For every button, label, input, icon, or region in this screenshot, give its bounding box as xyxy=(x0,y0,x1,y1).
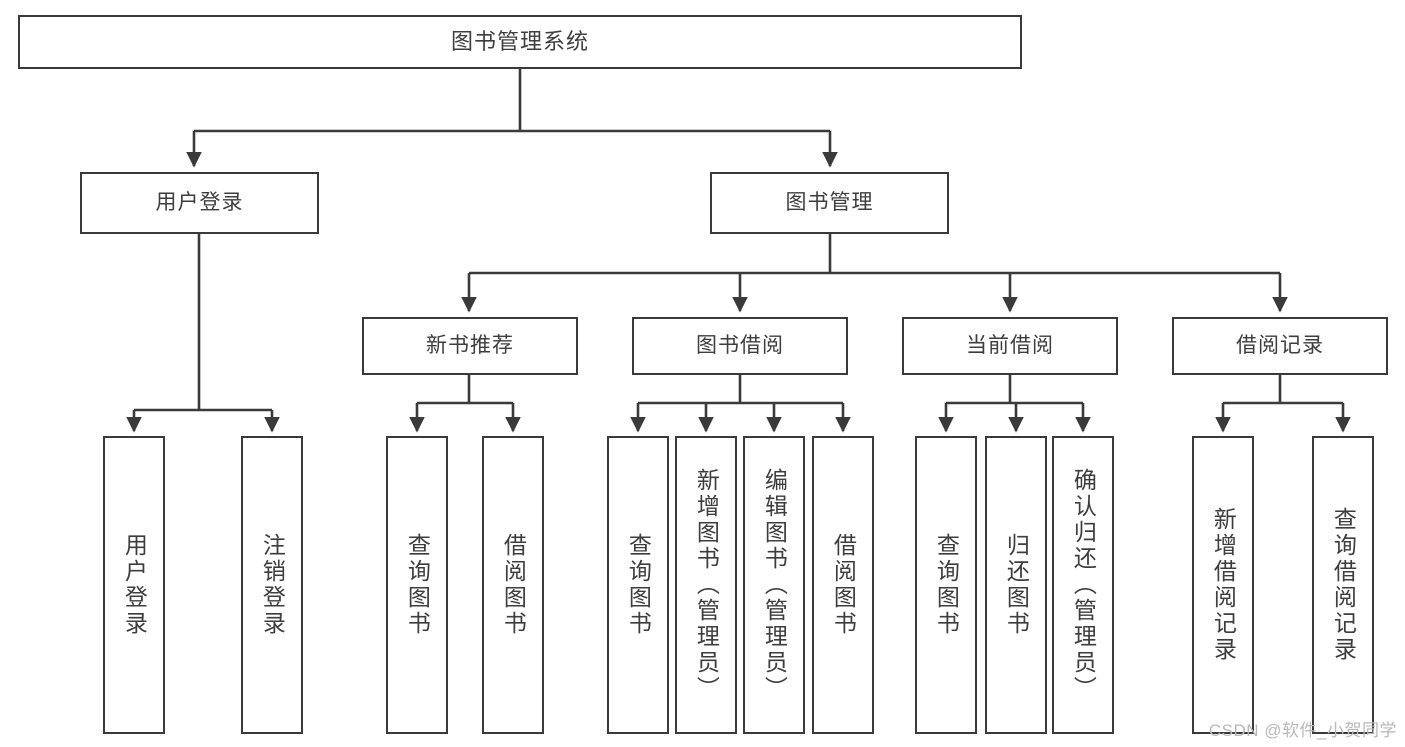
node-leaf-borrow-book-1[interactable]: 借阅图书 xyxy=(482,436,544,734)
node-book-management-system[interactable]: 图书管理系统 xyxy=(18,15,1022,69)
node-leaf-return-book[interactable]: 归还图书 xyxy=(985,436,1047,734)
node-leaf-add-book[interactable]: 新增图书（管理员） xyxy=(675,436,737,734)
node-book-management[interactable]: 图书管理 xyxy=(710,172,949,234)
node-borrow-record[interactable]: 借阅记录 xyxy=(1172,317,1388,375)
node-leaf-query-book-3[interactable]: 查询图书 xyxy=(915,436,977,734)
node-user-login[interactable]: 用户登录 xyxy=(80,172,319,234)
node-leaf-confirm-return[interactable]: 确认归还（管理员） xyxy=(1052,436,1114,734)
node-current-borrow[interactable]: 当前借阅 xyxy=(902,317,1118,375)
node-leaf-query-book-1[interactable]: 查询图书 xyxy=(386,436,448,734)
node-leaf-user-login[interactable]: 用户登录 xyxy=(103,436,165,734)
node-leaf-add-borrow-record[interactable]: 新增借阅记录 xyxy=(1192,436,1254,734)
node-leaf-edit-book[interactable]: 编辑图书（管理员） xyxy=(743,436,805,734)
node-leaf-query-book-2[interactable]: 查询图书 xyxy=(607,436,669,734)
node-new-book-recommend[interactable]: 新书推荐 xyxy=(362,317,578,375)
node-leaf-query-borrow-record[interactable]: 查询借阅记录 xyxy=(1312,436,1374,734)
node-leaf-logout-login[interactable]: 注销登录 xyxy=(241,436,303,734)
node-leaf-borrow-book-2[interactable]: 借阅图书 xyxy=(812,436,874,734)
csdn-watermark: CSDN @软件_小贺同学 xyxy=(1208,721,1397,740)
node-book-borrow[interactable]: 图书借阅 xyxy=(632,317,848,375)
